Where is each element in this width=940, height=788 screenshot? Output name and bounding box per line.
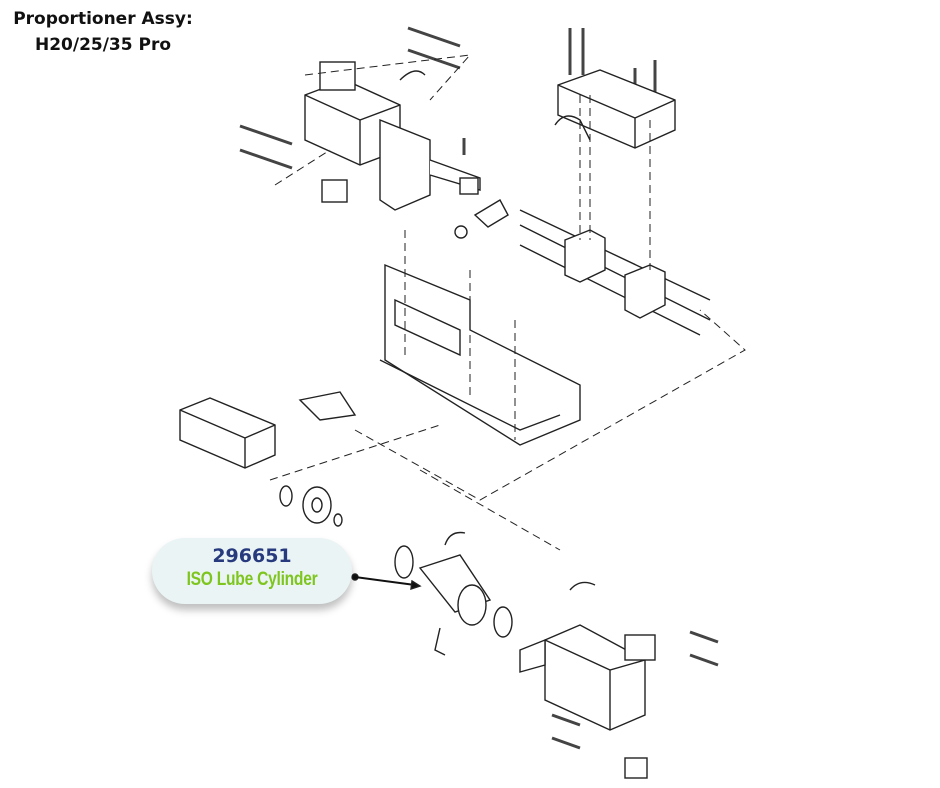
title-line-1: Proportioner Assy: [13,9,193,29]
diagram-title: Proportioner Assy: H20/25/35 Pro [8,6,198,58]
title-line-2: H20/25/35 Pro [34,35,172,55]
part-number: 296651 [212,545,292,567]
part-callout: 296651 ISO Lube Cylinder [152,538,352,604]
lube-cylinder-parts [279,485,513,656]
cover-box [179,391,357,469]
assembly-dashed-lines [269,54,746,551]
lower-pump-assembly [519,581,656,779]
upper-pump-assembly [304,61,509,239]
manifold-block [554,69,676,149]
part-name: ISO Lube Cylinder [186,569,318,590]
mounting-plate [379,263,581,446]
tie-rods [519,209,711,336]
callout-leader-arrow [351,573,422,591]
